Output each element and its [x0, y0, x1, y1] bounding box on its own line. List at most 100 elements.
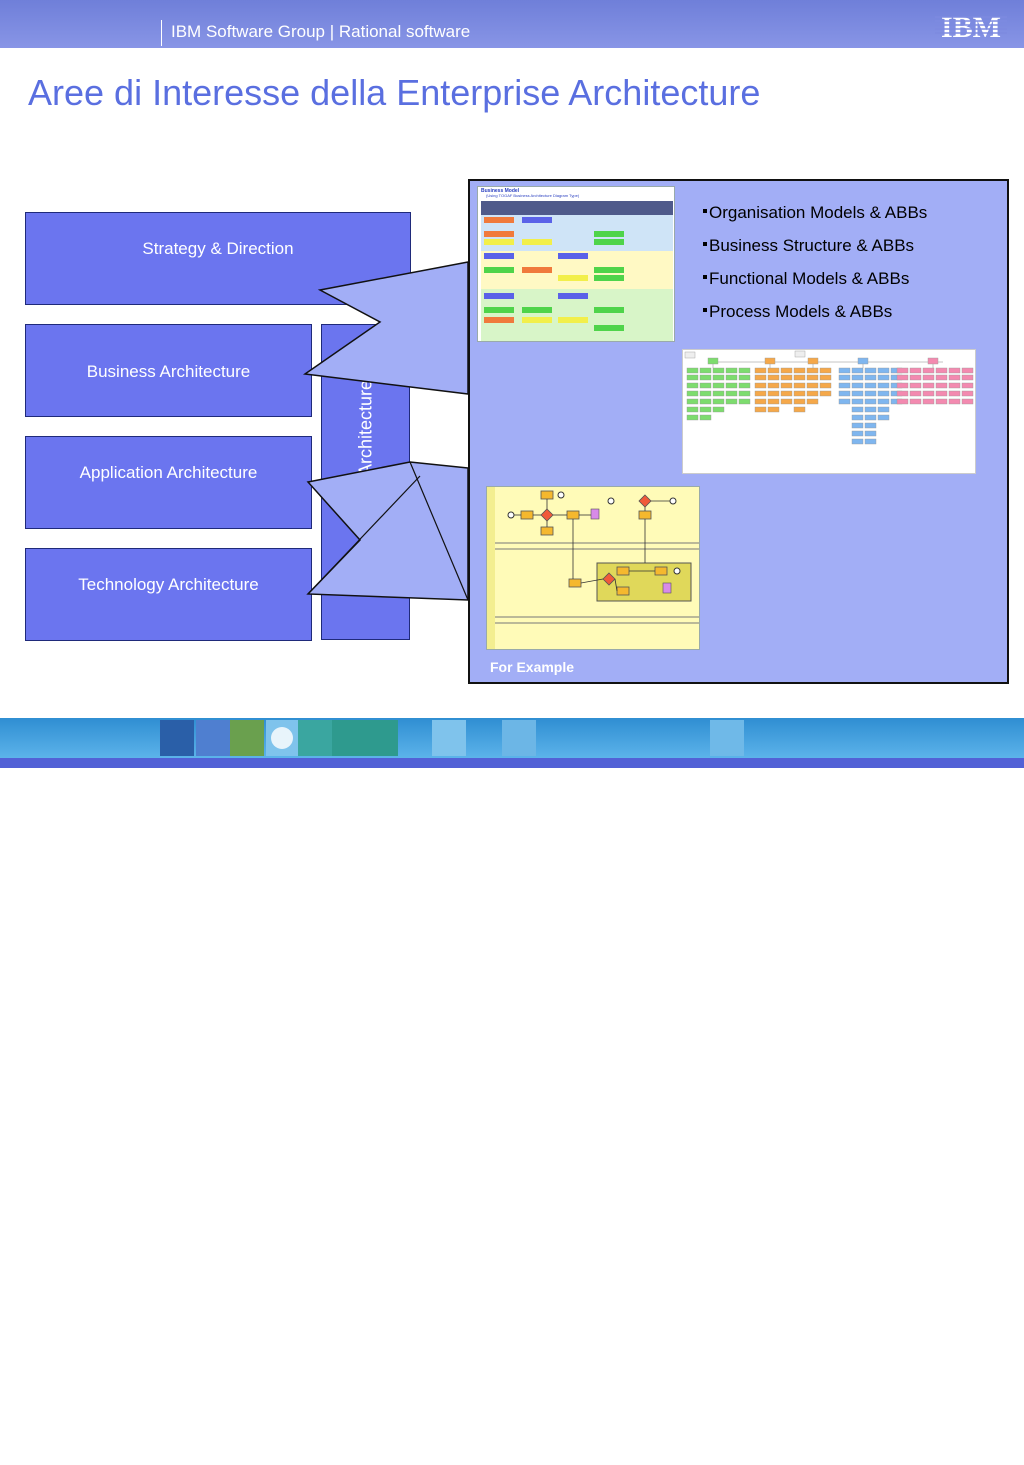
- tree-node: [864, 422, 877, 429]
- tree-node: [851, 406, 864, 413]
- tree-node: [922, 390, 935, 397]
- header-separator: [161, 20, 162, 46]
- tree-node: [712, 390, 725, 397]
- organisation-tree-thumbnail: [682, 349, 976, 474]
- tree-node: [851, 374, 864, 381]
- tree-node: [819, 367, 832, 374]
- footer-image-strip: [160, 720, 744, 756]
- tree-node: [767, 398, 780, 405]
- technology-architecture-box: Technology Architecture: [25, 548, 312, 641]
- tree-node: [686, 374, 699, 381]
- tree-node: [699, 374, 712, 381]
- tree-node: [754, 367, 767, 374]
- tree-node: [864, 382, 877, 389]
- tree-node: [684, 351, 696, 359]
- tree-node: [794, 350, 806, 358]
- tree-node: [707, 357, 719, 365]
- tree-node: [699, 398, 712, 405]
- bullet-item: Process Models & ABBs: [703, 301, 927, 334]
- bullet-square-icon: [703, 307, 707, 312]
- tree-node: [754, 390, 767, 397]
- tree-node: [948, 367, 961, 374]
- tree-node: [896, 382, 909, 389]
- tree-node: [807, 357, 819, 365]
- tree-node: [793, 390, 806, 397]
- tree-node: [864, 367, 877, 374]
- thumb-subtitle: (Using TOGAF Business Architecture Diagr…: [486, 193, 580, 198]
- tree-node: [935, 374, 948, 381]
- tree-node: [764, 357, 776, 365]
- tree-node: [699, 390, 712, 397]
- tree-node: [767, 406, 780, 413]
- tree-node: [806, 390, 819, 397]
- tree-node: [793, 406, 806, 413]
- tree-node: [922, 367, 935, 374]
- lower-callout-inner-line-2: [307, 475, 421, 595]
- tree-node: [780, 374, 793, 381]
- tree-node: [738, 398, 751, 405]
- tree-node: [819, 390, 832, 397]
- business-architecture-box: Business Architecture: [25, 324, 312, 417]
- tree-node: [961, 390, 974, 397]
- tree-node: [754, 398, 767, 405]
- tree-node: [851, 430, 864, 437]
- tree-node: [699, 414, 712, 421]
- tree-node: [725, 390, 738, 397]
- svg-text:IBM: IBM: [941, 11, 1001, 41]
- tree-node: [699, 382, 712, 389]
- tree-node: [935, 390, 948, 397]
- tree-node: [961, 367, 974, 374]
- header-band: IBM Software Group | Rational software I…: [0, 0, 1024, 48]
- tree-node: [754, 406, 767, 413]
- thumb-title: Business Model: [481, 188, 520, 194]
- tree-node: [806, 398, 819, 405]
- tree-node: [838, 374, 851, 381]
- tree-node: [686, 398, 699, 405]
- bullet-item: Business Structure & ABBs: [703, 235, 927, 268]
- tree-node: [838, 367, 851, 374]
- upper-callout: [302, 261, 469, 395]
- tree-node: [738, 374, 751, 381]
- bullet-square-icon: [703, 241, 707, 246]
- tree-node: [767, 374, 780, 381]
- tree-node: [712, 406, 725, 413]
- business-architecture-label: Business Architecture: [86, 362, 251, 381]
- tree-node: [864, 398, 877, 405]
- business-model-thumbnail: Business Model (Using TOGAF Business Arc…: [477, 186, 675, 342]
- tree-node: [864, 406, 877, 413]
- strategy-direction-label: Strategy & Direction: [142, 239, 294, 258]
- tree-node: [780, 382, 793, 389]
- tree-node: [896, 398, 909, 405]
- tree-node: [896, 374, 909, 381]
- tree-node: [922, 398, 935, 405]
- tree-node: [806, 382, 819, 389]
- tree-node: [725, 367, 738, 374]
- tree-node: [948, 398, 961, 405]
- tree-node: [864, 438, 877, 445]
- lower-callout: [306, 461, 469, 601]
- tree-node: [909, 398, 922, 405]
- tree-node: [686, 382, 699, 389]
- tree-node: [851, 382, 864, 389]
- tree-node: [725, 382, 738, 389]
- tree-node: [838, 398, 851, 405]
- tree-node: [754, 382, 767, 389]
- bullet-square-icon: [703, 274, 707, 279]
- tree-node: [877, 390, 890, 397]
- lower-callout-inner-line: [409, 461, 469, 601]
- tree-node: [686, 390, 699, 397]
- tree-node: [935, 367, 948, 374]
- model-bullet-list: Organisation Models & ABBs Business Stru…: [703, 202, 927, 334]
- tree-node: [838, 390, 851, 397]
- tree-node: [819, 382, 832, 389]
- tree-node: [864, 414, 877, 421]
- tree-node: [712, 382, 725, 389]
- tree-node: [712, 374, 725, 381]
- application-architecture-label: Application Architecture: [79, 463, 258, 482]
- tree-node: [806, 367, 819, 374]
- bullet-square-icon: [703, 208, 707, 213]
- page-number: 2: [994, 1451, 1001, 1465]
- tree-node: [935, 398, 948, 405]
- tree-node: [909, 382, 922, 389]
- tree-node: [793, 367, 806, 374]
